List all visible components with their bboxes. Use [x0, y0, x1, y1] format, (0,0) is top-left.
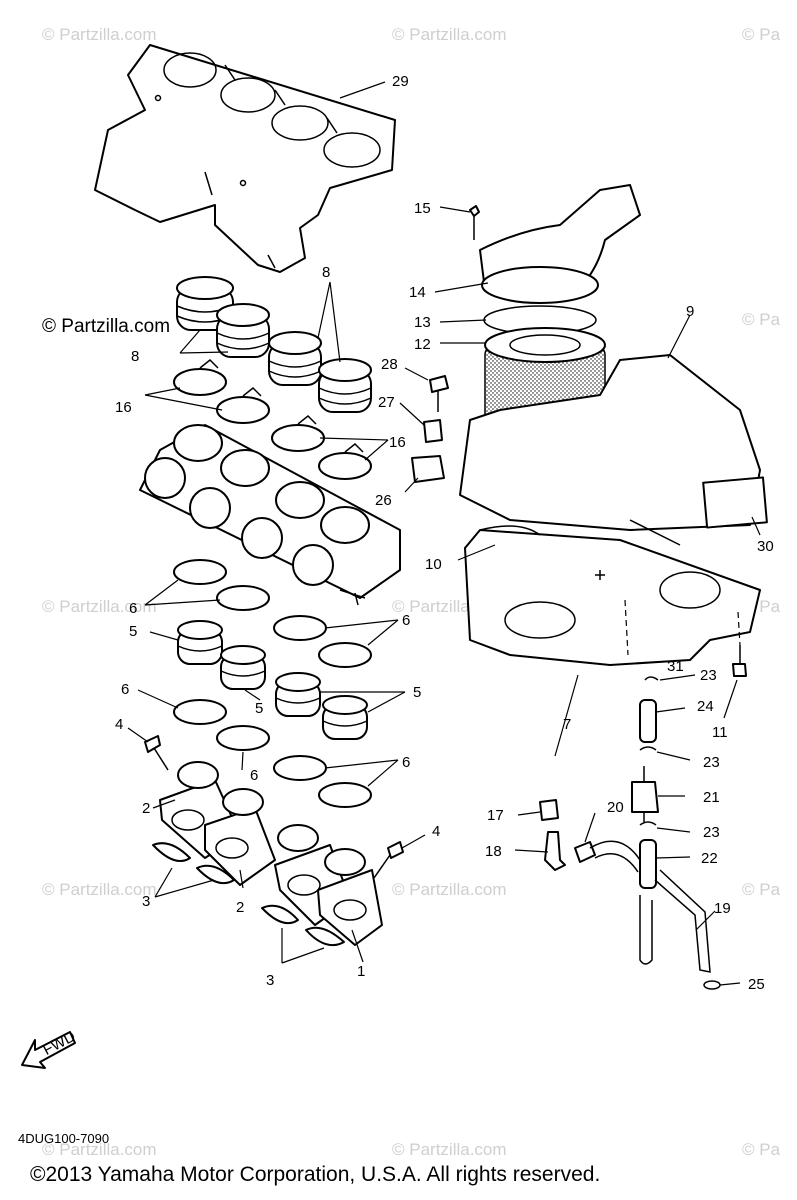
- callout-1: 1: [357, 963, 365, 980]
- part-8-joints: [176, 276, 372, 413]
- callout-23: 23: [703, 824, 720, 841]
- callout-23: 23: [700, 667, 717, 684]
- callout-14: 14: [409, 284, 426, 301]
- fwd-arrow-icon: FWD: [21, 1028, 79, 1069]
- part-5-joints: [149, 620, 406, 740]
- callout-5: 5: [255, 700, 263, 717]
- callout-labels: 29 8 8 16 16 6 5 6 6 5 5 4 6 6 2 4 3 2 3…: [115, 73, 774, 993]
- callout-31: 31: [667, 658, 684, 675]
- callout-6: 6: [129, 600, 137, 617]
- part-1-2-manifolds: [152, 761, 383, 963]
- callout-4: 4: [115, 716, 123, 733]
- callout-24: 24: [697, 698, 714, 715]
- callout-17: 17: [487, 807, 504, 824]
- diagram-code: 4DUG100-7090: [18, 1131, 110, 1146]
- callout-12: 12: [414, 336, 431, 353]
- callout-10: 10: [425, 556, 442, 573]
- callout-2: 2: [236, 899, 244, 916]
- watermark: © Partzilla.com: [42, 316, 170, 337]
- part-29-plate: [94, 44, 396, 273]
- callout-6: 6: [402, 612, 410, 629]
- callout-23: 23: [703, 754, 720, 771]
- watermark: © Partzilla.com: [42, 25, 157, 44]
- part-11-screw: [723, 645, 747, 719]
- callout-3: 3: [142, 893, 150, 910]
- callout-3: 3: [266, 972, 274, 989]
- callout-2: 2: [142, 800, 150, 817]
- callout-27: 27: [378, 394, 395, 411]
- callout-6: 6: [402, 754, 410, 771]
- callout-19: 19: [714, 900, 731, 917]
- callout-8: 8: [131, 348, 139, 365]
- callout-8: 8: [322, 264, 330, 281]
- callout-28: 28: [381, 356, 398, 373]
- callout-7: 7: [563, 716, 571, 733]
- callout-22: 22: [701, 850, 718, 867]
- callout-16: 16: [115, 399, 132, 416]
- callout-16: 16: [389, 434, 406, 451]
- callout-5: 5: [129, 623, 137, 640]
- watermark: © Partzilla.com: [392, 880, 507, 899]
- callout-4: 4: [432, 823, 440, 840]
- callout-11: 11: [712, 724, 728, 741]
- callout-6: 6: [250, 767, 258, 784]
- breather-hose-assembly: [514, 674, 741, 990]
- callout-18: 18: [485, 843, 502, 860]
- callout-30: 30: [757, 538, 774, 555]
- watermarks: © Partzilla.com © Partzilla.com © Pa © P…: [42, 25, 781, 1159]
- watermark: © Partzilla.com: [42, 880, 157, 899]
- watermark: © Pa: [742, 880, 781, 899]
- callout-20: 20: [607, 799, 624, 816]
- callout-15: 15: [414, 200, 431, 217]
- part-3-gaskets: [152, 842, 345, 964]
- air-box-housing: [457, 314, 768, 757]
- part-26-27-28: [399, 367, 449, 493]
- callout-21: 21: [703, 789, 720, 806]
- part-6-clamps: [137, 559, 399, 808]
- watermark: © Pa: [742, 1140, 781, 1159]
- watermark: © Partzilla.com: [42, 1140, 157, 1159]
- watermark: © Pa: [742, 25, 781, 44]
- carburetor-assembly: [139, 424, 401, 606]
- watermark: © Partzilla.com: [392, 25, 507, 44]
- watermark: © Partzilla.com: [42, 597, 157, 616]
- fwd-label: FWD: [40, 1028, 78, 1059]
- callout-25: 25: [748, 976, 765, 993]
- part-4-screws: [127, 727, 426, 879]
- callout-13: 13: [414, 314, 431, 331]
- callout-6: 6: [121, 681, 129, 698]
- copyright-notice: ©2013 Yamaha Motor Corporation, U.S.A. A…: [30, 1163, 601, 1186]
- callout-29: 29: [392, 73, 409, 90]
- watermark: © Pa: [742, 310, 781, 329]
- callout-9: 9: [686, 303, 694, 320]
- callout-26: 26: [375, 492, 392, 509]
- part-16-clamps: [144, 358, 389, 480]
- watermark: © Partzilla.com: [392, 1140, 507, 1159]
- callout-5: 5: [413, 684, 421, 701]
